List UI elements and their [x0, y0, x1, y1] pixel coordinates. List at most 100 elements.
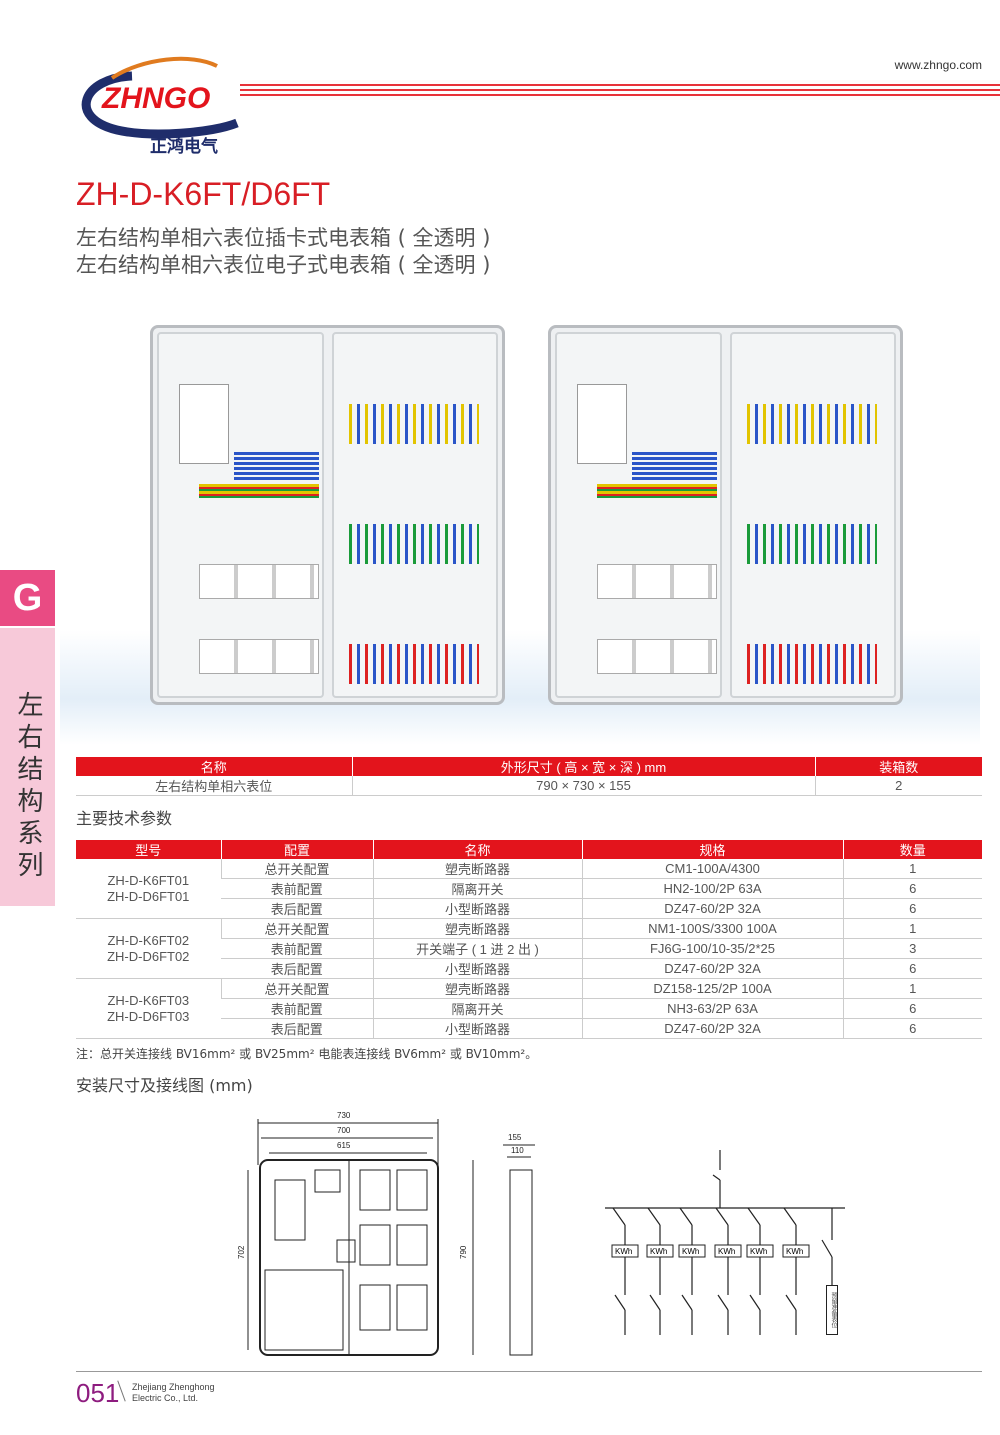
model-name: ZH-D-K6FT01	[107, 872, 190, 888]
company-line-1: Zhejiang Zhenghong	[132, 1382, 215, 1392]
logo-chinese-name: 正鸿电气	[150, 137, 218, 157]
cell: 隔离开关	[372, 878, 582, 899]
cell: 小型断路器	[372, 898, 582, 919]
kwh-meter-box: KWh	[611, 1244, 639, 1258]
logo-swoosh-icon: ZHNGO	[81, 56, 239, 139]
cell: 总开关配置	[220, 859, 373, 879]
cell: 6	[842, 878, 982, 899]
kwh-label: KWh	[718, 1247, 735, 1256]
col-dimensions: 外形尺寸 ( 高 × 宽 × 深 ) mm	[351, 757, 815, 776]
section-tab-letter: G	[0, 570, 55, 626]
cell: 表后配置	[221, 1018, 373, 1039]
kwh-label: KWh	[750, 1247, 767, 1256]
cell: 小型断路器	[372, 1018, 582, 1039]
dim-height-790: 790	[459, 1245, 468, 1259]
params-heading: 主要技术参数	[76, 809, 173, 828]
cell: 表后配置	[221, 898, 373, 919]
company-logo: ZHNGO 正鸿电气	[72, 48, 247, 158]
col-qty: 数量	[842, 840, 982, 859]
cell: 6	[842, 898, 982, 919]
table-row: 左右结构单相六表位 790 × 730 × 155 2	[76, 776, 982, 796]
left-compartment	[157, 332, 324, 698]
subtitle-1: 左右结构单相六表位插卡式电表箱 ( 全透明 )	[76, 226, 491, 250]
subtitle-2: 左右结构单相六表位电子式电表箱 ( 全透明 )	[76, 253, 491, 277]
wiring-note: 注：总开关连接线 BV16mm² 或 BV25mm² 电能表连接线 BV6mm²…	[76, 1047, 538, 1061]
cell: 总开关配置	[220, 978, 373, 999]
dimension-drawing: 730 700 615 702 790 155 110	[237, 1111, 535, 1356]
kwh-meter-box: KWh	[746, 1244, 774, 1258]
cell: 6	[842, 958, 982, 979]
cell: 隔离开关	[372, 998, 582, 1019]
kwh-meter-box: KWh	[714, 1244, 742, 1258]
reserve-meter-label: 预留准备表位	[826, 1285, 838, 1335]
dim-width-730: 730	[337, 1111, 351, 1120]
cell: 塑壳断路器	[372, 918, 582, 939]
cell: 开关端子 ( 1 进 2 出 )	[372, 938, 582, 959]
cell: 1	[842, 859, 982, 879]
header-lines	[240, 84, 1000, 102]
kwh-meter-box: KWh	[678, 1244, 706, 1258]
right-compartment	[331, 332, 498, 698]
summary-table: 名称 外形尺寸 ( 高 × 宽 × 深 ) mm 装箱数 左右结构单相六表位 7…	[76, 757, 982, 796]
dim-depth-155: 155	[508, 1133, 522, 1142]
cell: 塑壳断路器	[372, 859, 582, 879]
col-model: 型号	[76, 840, 221, 859]
cell: DZ158-125/2P 100A	[581, 978, 843, 999]
col-config: 配置	[220, 840, 373, 859]
dim-width-700: 700	[337, 1126, 351, 1135]
cell: FJ6G-100/10-35/2*25	[581, 938, 843, 959]
cell: HN2-100/2P 63A	[581, 878, 843, 899]
col-pack-qty: 装箱数	[814, 757, 982, 776]
model-name: ZH-D-D6FT03	[107, 1008, 190, 1024]
svg-text:ZHNGO: ZHNGO	[101, 82, 210, 115]
company-name: Zhejiang Zhenghong Electric Co., Ltd.	[132, 1382, 215, 1404]
cell: 2	[814, 776, 982, 796]
website-url: www.zhngo.com	[894, 58, 982, 72]
cell: 3	[842, 938, 982, 959]
cell: CM1-100A/4300	[581, 859, 843, 879]
wiring-diagram: KWh KWh KWh KWh KWh KWh	[605, 1150, 845, 1335]
company-line-2: Electric Co., Ltd.	[132, 1393, 199, 1403]
model-name: ZH-D-K6FT02	[107, 932, 190, 948]
page-number: 051	[76, 1378, 120, 1408]
dim-height-702: 702	[237, 1245, 246, 1259]
cell: 表前配置	[221, 878, 373, 899]
dim-width-615: 615	[337, 1141, 351, 1150]
cell: 1	[842, 918, 982, 939]
cell: DZ47-60/2P 32A	[581, 898, 843, 919]
drawing-heading: 安装尺寸及接线图 (mm)	[76, 1076, 253, 1095]
col-name: 名称	[372, 840, 582, 859]
model-name: ZH-D-D6FT01	[107, 888, 190, 904]
model-name: ZH-D-K6FT03	[107, 992, 190, 1008]
cell: 塑壳断路器	[372, 978, 582, 999]
kwh-label: KWh	[682, 1247, 699, 1256]
cell: 小型断路器	[372, 958, 582, 979]
table-header-row: 型号 配置 名称 规格 数量	[76, 840, 982, 859]
cell: 6	[842, 1018, 982, 1039]
cell: 790 × 730 × 155	[351, 776, 815, 796]
kwh-meter-box: KWh	[646, 1244, 674, 1258]
cell: 表前配置	[221, 998, 373, 1019]
col-name: 名称	[76, 757, 352, 776]
right-compartment	[729, 332, 896, 698]
cell: NM1-100S/3300 100A	[581, 918, 843, 939]
cell: 表前配置	[221, 938, 373, 959]
cell: 表后配置	[221, 958, 373, 979]
left-compartment	[555, 332, 722, 698]
cell: 6	[842, 998, 982, 1019]
cell: NH3-63/2P 63A	[581, 998, 843, 1019]
cell: 总开关配置	[220, 918, 373, 939]
kwh-label: KWh	[786, 1247, 803, 1256]
kwh-meter-box: KWh	[782, 1244, 810, 1258]
